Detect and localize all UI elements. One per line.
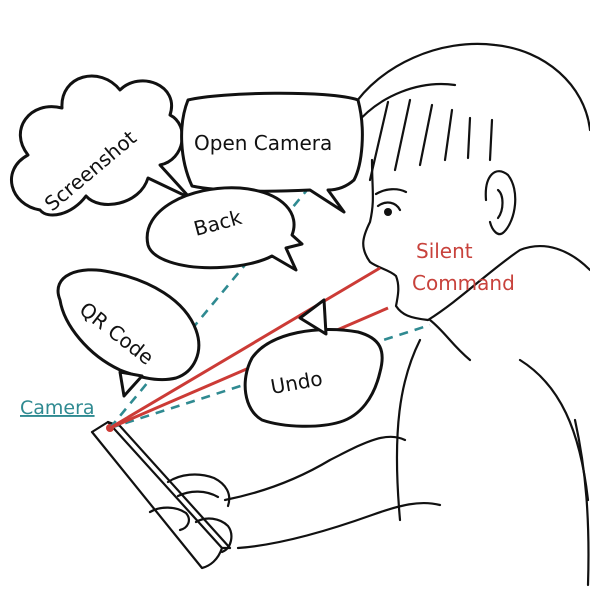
neck-front [428,318,472,362]
face-profile [362,158,430,322]
head-outline [350,42,590,132]
eye [376,201,402,212]
open-camera-box [180,91,364,214]
silent-command-ray-upper [109,266,381,430]
chest-line [395,338,422,522]
back-contour [573,418,590,587]
qr-code-ellipse [56,268,201,382]
arm-and-phone [90,420,442,570]
open-camera-label: Open Camera [194,131,332,155]
hair-strands [353,83,494,182]
back-ellipse [145,186,304,272]
ear-icon [484,170,517,236]
undo-shape [243,327,384,428]
forearm [223,435,442,550]
bubble-open-camera: Open Camera [180,91,364,214]
silent-command-line2: Command [412,271,515,295]
hand [148,473,233,554]
qr-code-tail [118,370,144,398]
screenshot-cloud [9,74,192,217]
eyebrow [374,188,408,196]
undo-tail [298,298,328,336]
jaw-neck [426,245,590,322]
camera-label: Camera [20,397,95,419]
silent-command-line1: Silent [416,239,473,263]
bubble-screenshot: Screenshot [9,74,192,217]
bubble-back: Back [145,186,304,272]
bubble-qr-code: QR Code [56,268,201,398]
pupil [384,208,392,216]
person [350,42,590,587]
bubble-undo: Undo [243,298,384,428]
phone-body [90,420,224,570]
ear-inner [496,188,504,220]
